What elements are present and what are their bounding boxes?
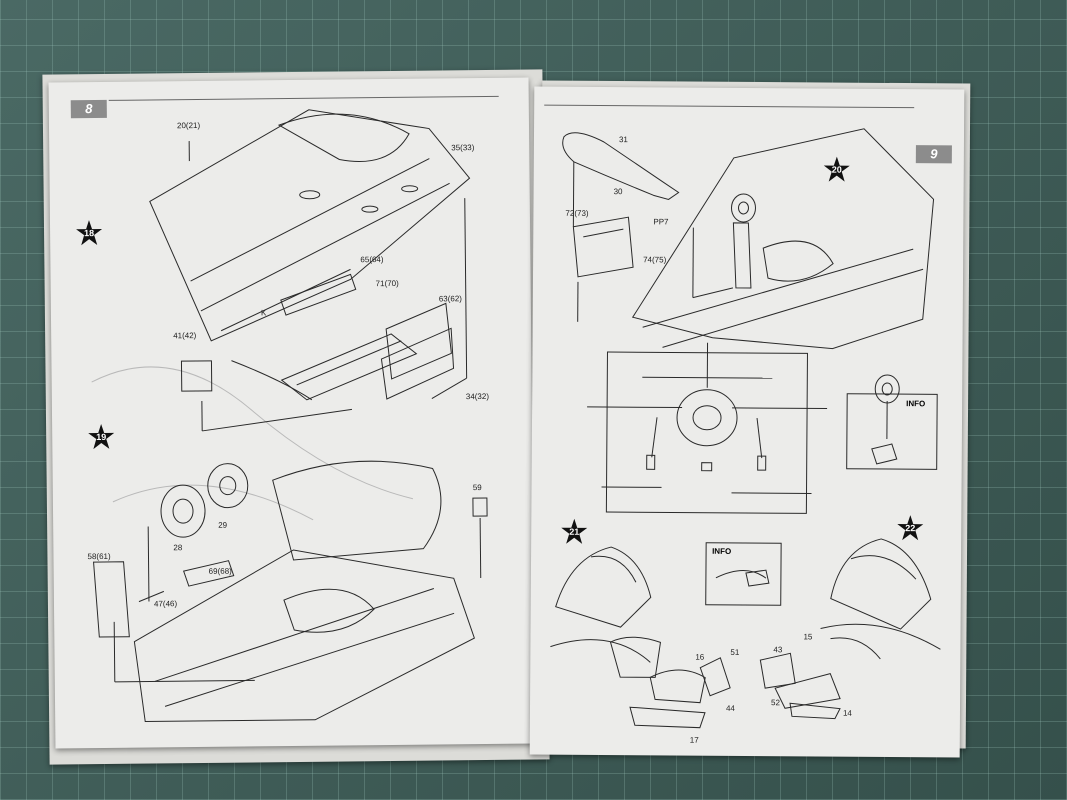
part-label: 41(42) xyxy=(173,330,197,341)
part-label: 28 xyxy=(173,543,183,553)
step-19-marker: 19 xyxy=(88,423,115,450)
part-label: 59 xyxy=(472,483,482,493)
part-label: 74(75) xyxy=(643,255,667,265)
part-label: 58(61) xyxy=(87,551,111,562)
step-22-marker: 22 xyxy=(897,515,924,541)
part-label: 43 xyxy=(773,645,783,655)
step-20-marker: 20 xyxy=(823,156,850,183)
part-label: 17 xyxy=(689,735,699,745)
part-label: K xyxy=(260,308,267,318)
part-label: PP7 xyxy=(653,217,669,227)
part-label: 44 xyxy=(725,703,735,713)
part-label: 20(21) xyxy=(176,120,201,131)
step-18-marker: 18 xyxy=(76,220,103,246)
part-label: 29 xyxy=(218,520,228,530)
step-21-marker: 21 xyxy=(561,518,588,545)
assembly-drawing-right xyxy=(550,128,941,729)
assembly-drawing-left xyxy=(91,109,488,723)
part-label: 52 xyxy=(771,698,780,708)
part-label: 35(33) xyxy=(451,143,475,153)
part-label: 16 xyxy=(695,652,705,662)
part-label: 51 xyxy=(730,647,740,657)
part-label: 65(64) xyxy=(360,255,384,265)
part-label: 15 xyxy=(803,632,813,642)
part-label: 63(62) xyxy=(438,294,462,304)
part-label: 72(73) xyxy=(565,208,589,218)
part-label: 47(46) xyxy=(153,599,178,609)
part-label: 69(68) xyxy=(208,566,232,576)
part-label: 31 xyxy=(618,135,628,145)
instruction-page-right: 9 xyxy=(529,86,965,758)
info-box-canopy: INFO xyxy=(712,546,732,556)
part-label: 34(32) xyxy=(465,391,490,402)
info-box-wheel: INFO xyxy=(906,399,926,409)
part-label: 71(70) xyxy=(375,278,399,289)
part-label: 14 xyxy=(842,708,852,718)
part-label: 30 xyxy=(613,187,623,197)
instruction-page-left: 8 xyxy=(48,77,536,749)
